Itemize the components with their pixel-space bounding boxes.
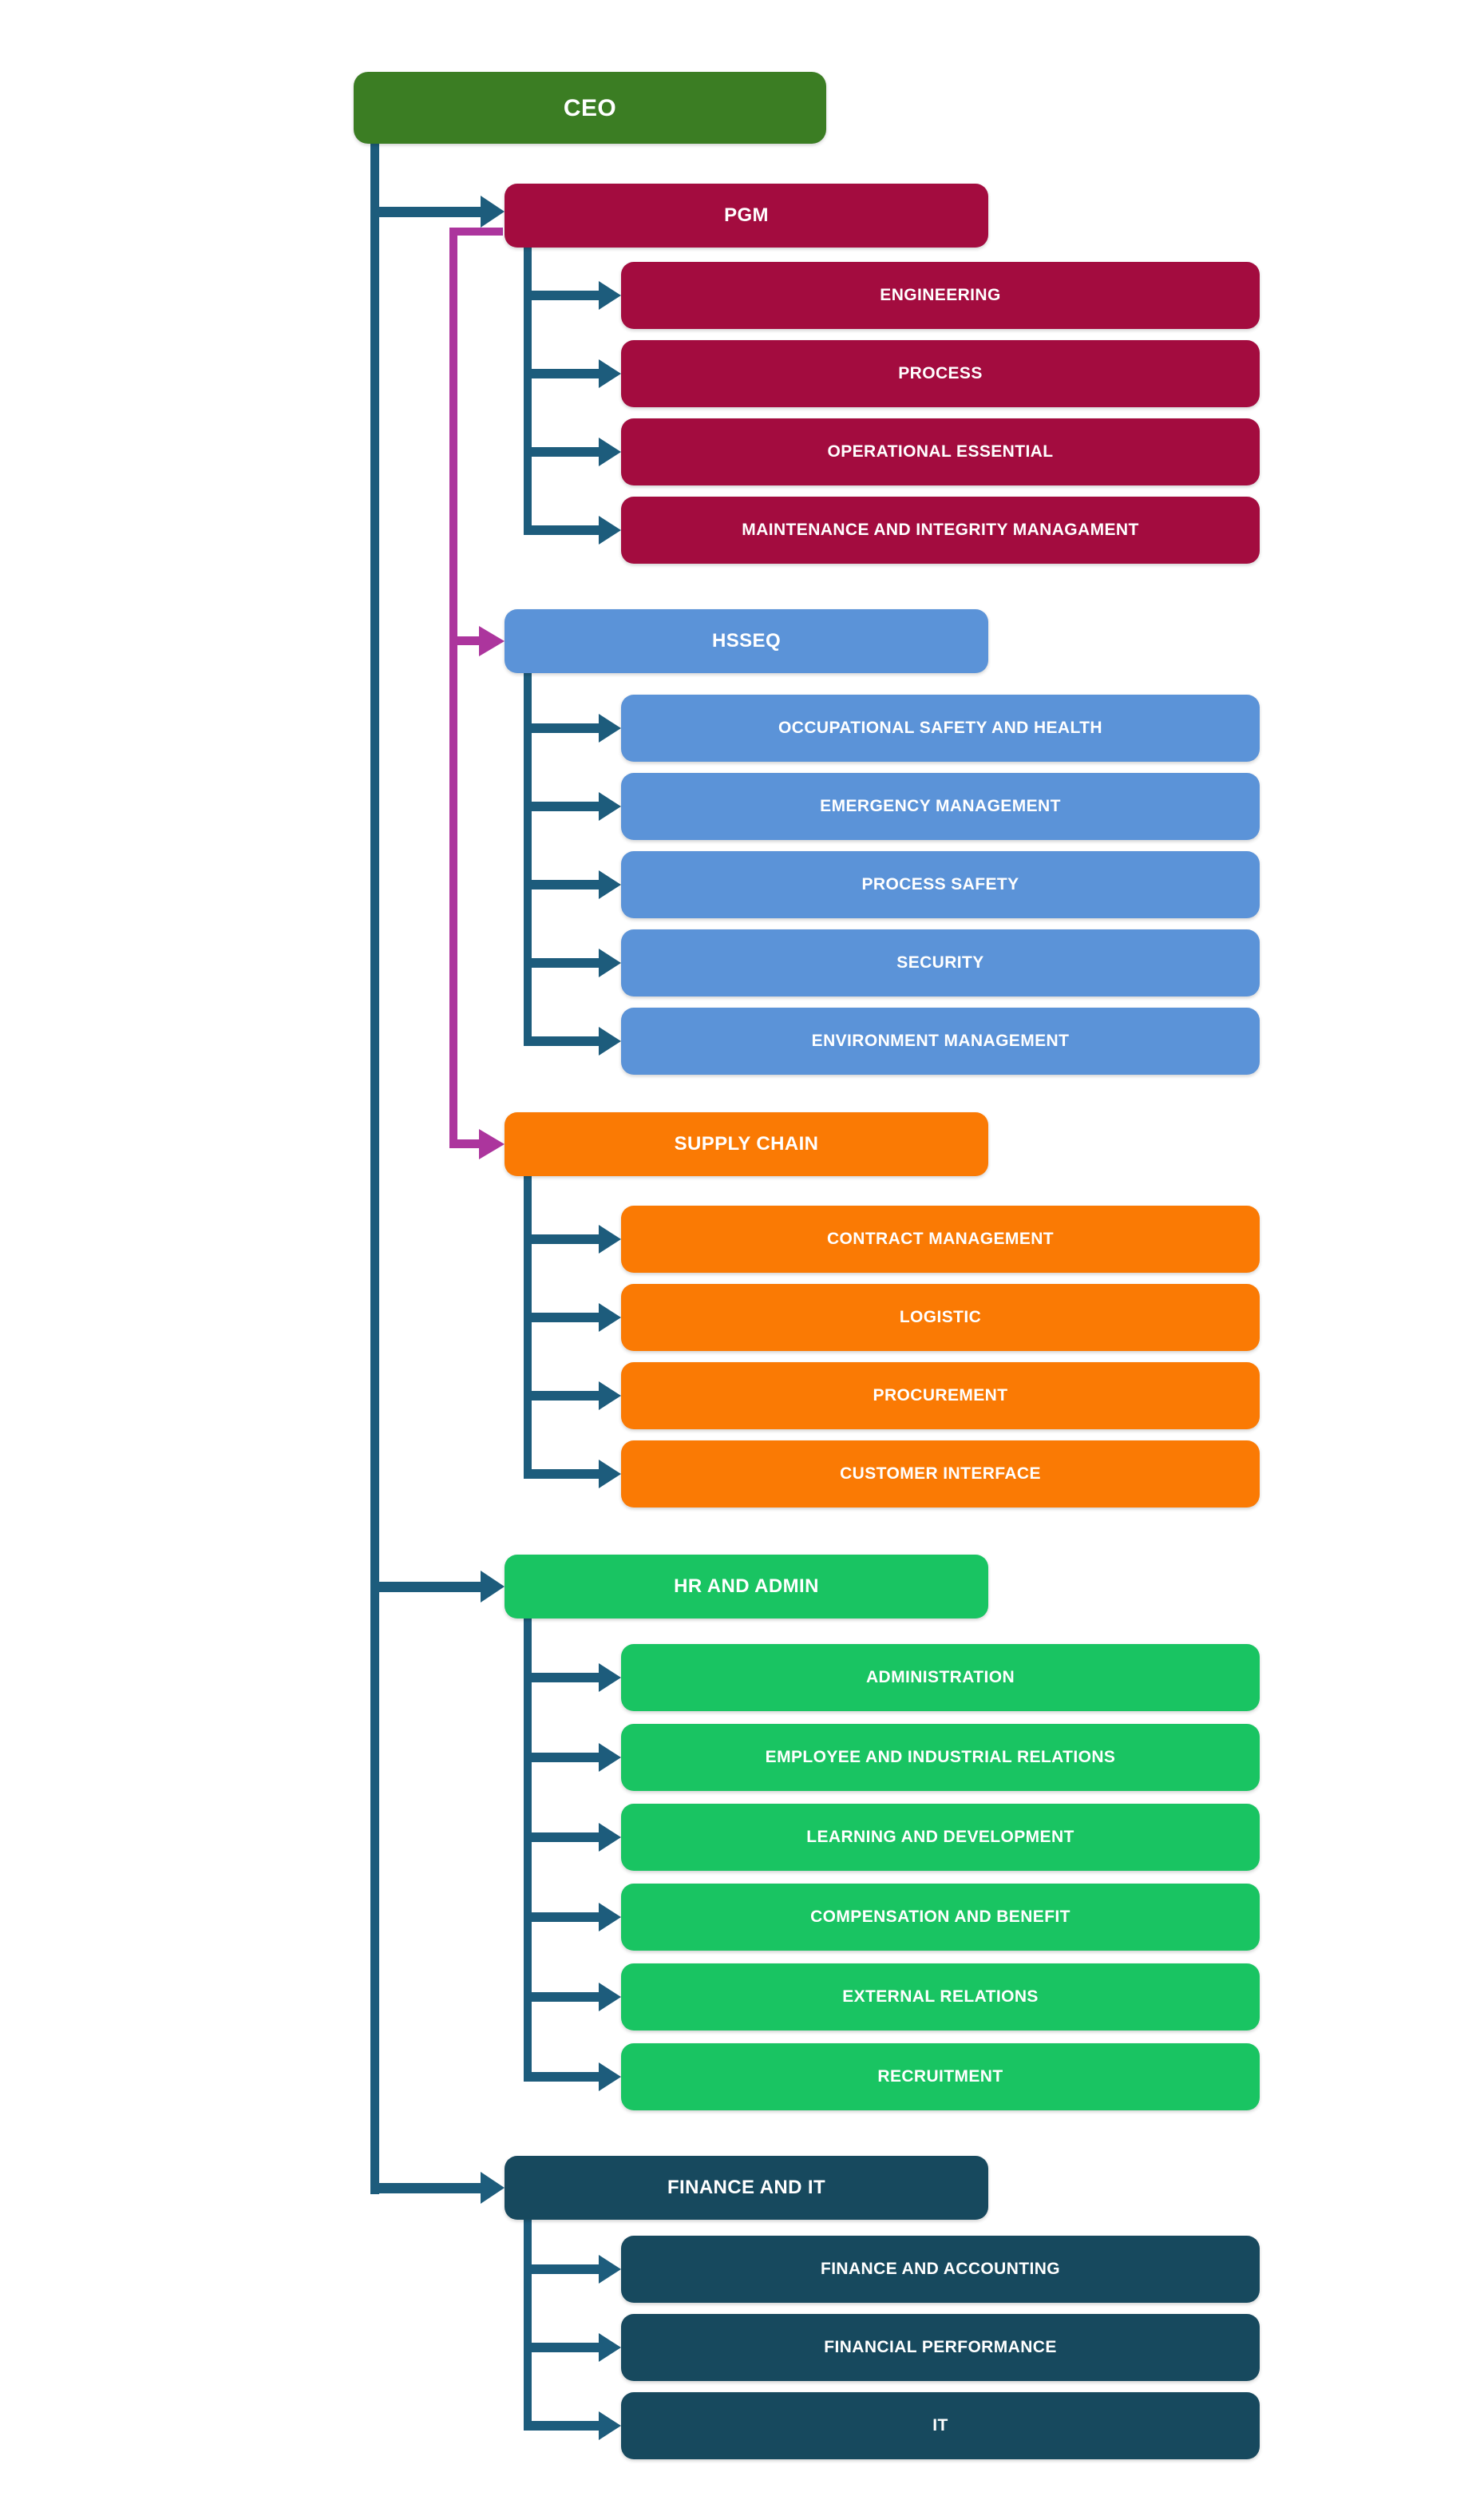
connector-drop-pgm	[524, 244, 532, 535]
arrowhead-contract	[599, 1225, 621, 1254]
connector-pgm-secondary-vertical	[449, 228, 457, 1148]
connector-drop-finance	[524, 2217, 532, 2431]
arrowhead-hsseq	[479, 626, 505, 656]
connector-branch-emergency	[524, 802, 600, 811]
org-node-logistic: LOGISTIC	[621, 1284, 1260, 1351]
arrowhead-occupational	[599, 714, 621, 743]
org-node-environment-management: ENVIRONMENT MANAGEMENT	[621, 1008, 1260, 1075]
org-node-employee-industrial-relations: EMPLOYEE AND INDUSTRIAL RELATIONS	[621, 1724, 1260, 1791]
org-node-security: SECURITY	[621, 929, 1260, 996]
arrowhead-compensation	[599, 1903, 621, 1931]
org-node-procurement: PROCUREMENT	[621, 1362, 1260, 1429]
org-node-finance-accounting: FINANCE AND ACCOUNTING	[621, 2236, 1260, 2303]
connector-branch-employee-relations	[524, 1753, 600, 1762]
arrowhead-process	[599, 359, 621, 388]
arrowhead-finance	[481, 2172, 505, 2204]
org-node-operational-essential: OPERATIONAL ESSENTIAL	[621, 418, 1260, 485]
connector-branch-process-safety	[524, 880, 600, 889]
org-node-hr-and-admin: HR AND ADMIN	[505, 1555, 988, 1618]
org-node-financial-performance: FINANCIAL PERFORMANCE	[621, 2314, 1260, 2381]
connector-branch-it	[524, 2421, 600, 2431]
connector-branch-procurement	[524, 1391, 600, 1401]
connector-branch-process	[524, 369, 600, 378]
org-node-occupational-safety: OCCUPATIONAL SAFETY AND HEALTH	[621, 695, 1260, 762]
arrowhead-customer-interface	[599, 1460, 621, 1488]
arrowhead-environment	[599, 1027, 621, 1056]
connector-branch-compensation	[524, 1912, 600, 1922]
connector-branch-customer-interface	[524, 1469, 600, 1479]
org-node-process: PROCESS	[621, 340, 1260, 407]
arrowhead-financial-performance	[599, 2333, 621, 2362]
connector-branch-operational-essential	[524, 447, 600, 457]
connector-branch-recruitment	[524, 2072, 600, 2082]
connector-pgm-secondary-top	[449, 228, 503, 236]
org-node-learning-development: LEARNING AND DEVELOPMENT	[621, 1804, 1260, 1871]
arrowhead-operational-essential	[599, 438, 621, 466]
connector-drop-supply-chain	[524, 1174, 532, 1479]
org-node-process-safety: PROCESS SAFETY	[621, 851, 1260, 918]
arrowhead-it	[599, 2411, 621, 2440]
org-node-it: IT	[621, 2392, 1260, 2459]
connector-branch-administration	[524, 1673, 600, 1682]
arrowhead-finance-accounting	[599, 2255, 621, 2284]
connector-branch-engineering	[524, 291, 600, 300]
connector-branch-external-relations	[524, 1992, 600, 2002]
arrowhead-employee-relations	[599, 1743, 621, 1772]
connector-branch-hr	[375, 1582, 482, 1592]
arrowhead-hr	[481, 1571, 505, 1603]
org-node-finance-and-it: FINANCE AND IT	[505, 2156, 988, 2220]
arrowhead-security	[599, 949, 621, 977]
connector-branch-environment	[524, 1036, 600, 1046]
org-node-external-relations: EXTERNAL RELATIONS	[621, 1963, 1260, 2030]
connector-branch-occupational	[524, 723, 600, 733]
connector-branch-hsseq	[455, 636, 481, 645]
connector-branch-security	[524, 958, 600, 968]
connector-branch-finance	[370, 2183, 482, 2193]
connector-branch-supply-chain	[449, 1139, 481, 1148]
org-node-supply-chain: SUPPLY CHAIN	[505, 1112, 988, 1176]
connector-drop-hr	[524, 1616, 532, 2082]
arrowhead-emergency	[599, 792, 621, 821]
arrowhead-procurement	[599, 1381, 621, 1410]
connector-branch-contract	[524, 1234, 600, 1244]
connector-branch-financial-performance	[524, 2343, 600, 2352]
arrowhead-learning	[599, 1823, 621, 1852]
connector-drop-hsseq	[524, 671, 532, 1046]
arrowhead-administration	[599, 1663, 621, 1692]
arrowhead-pgm	[481, 196, 505, 228]
org-node-maintenance-integrity: MAINTENANCE AND INTEGRITY MANAGAMENT	[621, 497, 1260, 564]
arrowhead-external-relations	[599, 1983, 621, 2011]
arrowhead-recruitment	[599, 2062, 621, 2091]
org-node-customer-interface: CUSTOMER INTERFACE	[621, 1440, 1260, 1508]
connector-branch-pgm	[375, 207, 482, 217]
connector-branch-finance-accounting	[524, 2264, 600, 2274]
arrowhead-supply-chain	[479, 1129, 505, 1159]
arrowhead-engineering	[599, 281, 621, 310]
arrowhead-maintenance	[599, 516, 621, 545]
org-node-compensation-benefit: COMPENSATION AND BENEFIT	[621, 1884, 1260, 1951]
connector-branch-logistic	[524, 1313, 600, 1322]
org-node-contract-management: CONTRACT MANAGEMENT	[621, 1206, 1260, 1273]
org-node-ceo: CEO	[354, 72, 826, 144]
arrowhead-process-safety	[599, 870, 621, 899]
connector-branch-learning	[524, 1832, 600, 1842]
org-node-hsseq: HSSEQ	[505, 609, 988, 673]
org-node-engineering: ENGINEERING	[621, 262, 1260, 329]
connector-ceo-trunk-line	[370, 142, 379, 2194]
arrowhead-logistic	[599, 1303, 621, 1332]
org-node-administration: ADMINISTRATION	[621, 1644, 1260, 1711]
org-node-recruitment: RECRUITMENT	[621, 2043, 1260, 2110]
org-node-pgm: PGM	[505, 184, 988, 248]
connector-branch-maintenance	[524, 525, 600, 535]
org-node-emergency-management: EMERGENCY MANAGEMENT	[621, 773, 1260, 840]
